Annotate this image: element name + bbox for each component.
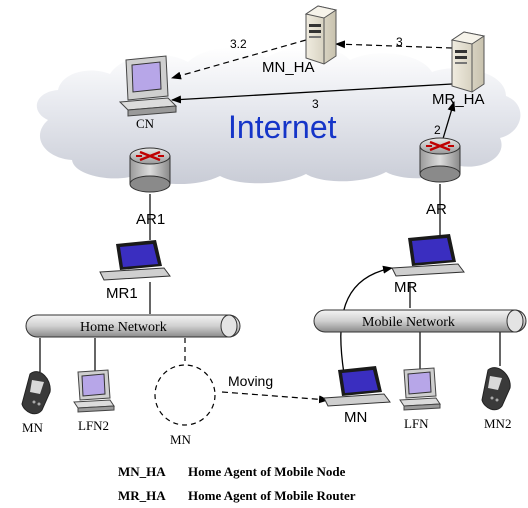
lfn-computer-icon: [399, 367, 441, 411]
mr-laptop-icon: [391, 234, 465, 277]
cn-computer-icon: [118, 55, 178, 117]
mn-ha-label: MN_HA: [262, 59, 315, 76]
mn-moved-label: MN: [344, 409, 367, 426]
mobile-network-pipe: [313, 309, 527, 333]
mn2-label: MN2: [484, 416, 511, 431]
arrow-ar-to-mrha: [441, 101, 456, 143]
mn-home-label: MN: [22, 420, 44, 435]
mn-phone-icon: [21, 371, 51, 415]
legend-abbr-1: MN_HA: [118, 464, 166, 479]
home-network-label: Home Network: [80, 320, 167, 335]
mr1-label: MR1: [106, 285, 138, 302]
mn-ghost-label: MN: [170, 432, 192, 447]
arrow-mn-to-mr: [340, 265, 393, 375]
internet-label: Internet: [228, 109, 337, 145]
mn-ha-server-icon: [304, 5, 338, 65]
mr-ha-label: MR_HA: [432, 91, 485, 108]
legend-abbr-2: MR_HA: [118, 488, 166, 503]
mr-ha-server-icon: [450, 31, 486, 93]
ar-label: AR: [426, 201, 447, 218]
ar1-router-icon: [129, 147, 171, 193]
arrow-label-mrha-mnha: 3: [396, 35, 403, 49]
arrow-mrha-to-cn: [171, 83, 453, 104]
legend-desc-1: Home Agent of Mobile Node: [188, 464, 346, 479]
link-lines: [39, 39, 501, 404]
lfn-label: LFN: [404, 416, 429, 431]
ar1-label: AR1: [136, 211, 165, 228]
legend: MN_HA Home Agent of Mobile Node MR_HA Ho…: [118, 464, 356, 503]
mobile-network-label: Mobile Network: [362, 315, 455, 330]
moving-label: Moving: [228, 373, 273, 389]
arrow-mnha-to-cn: [171, 39, 307, 80]
mn2-phone-icon: [481, 367, 511, 411]
legend-desc-2: Home Agent of Mobile Router: [188, 488, 356, 503]
home-network-pipe: [25, 314, 241, 338]
ghost-mn-circle: [154, 364, 216, 426]
mr1-laptop-icon: [99, 240, 171, 281]
mr-label: MR: [394, 279, 417, 296]
arrow-moving: [221, 391, 329, 404]
arrow-label-mnha-cn: 3.2: [230, 37, 247, 51]
arrow-label-mrha-cn: 3: [312, 97, 319, 111]
ar-router-icon: [419, 137, 461, 183]
arrow-label-ar-mrha: 2: [434, 123, 441, 137]
lfn2-label: LFN2: [78, 418, 109, 433]
lfn2-computer-icon: [73, 369, 115, 413]
arrow-mrha-to-mnha: [335, 40, 453, 49]
mn-laptop-icon: [323, 366, 391, 407]
cn-label: CN: [136, 116, 155, 131]
